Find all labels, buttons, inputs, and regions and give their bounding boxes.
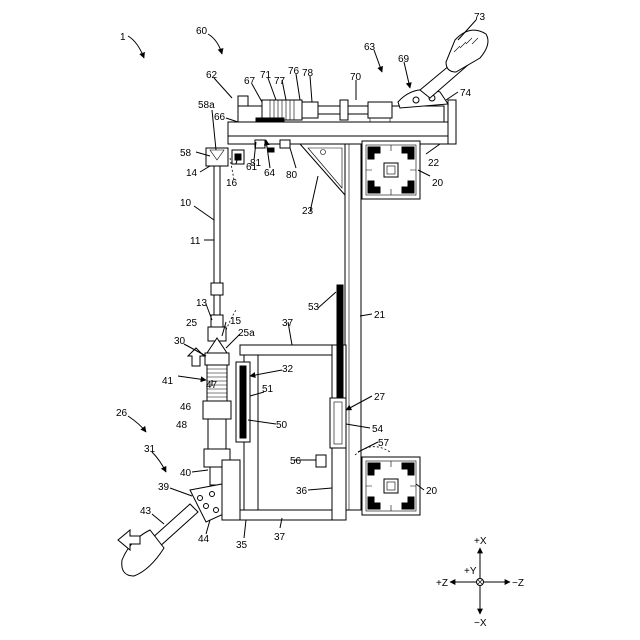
cable: [211, 165, 223, 327]
label-15: 15: [230, 316, 242, 327]
label-26: 26: [116, 408, 128, 419]
label-58a: 58a: [198, 100, 215, 111]
axis-minus-x: −X: [474, 618, 487, 629]
label-25: 25: [186, 318, 198, 329]
label-51: 51: [262, 384, 274, 395]
label-48: 48: [176, 420, 188, 431]
knob-56: [316, 455, 326, 467]
cable-end-top: [206, 148, 244, 166]
label-80: 80: [286, 170, 298, 181]
label-37-bottom: 37: [274, 532, 286, 543]
label-56: 56: [290, 456, 302, 467]
label-32: 32: [282, 364, 294, 375]
label-73: 73: [474, 12, 486, 23]
label-46: 46: [180, 402, 192, 413]
label-58: 58: [180, 148, 192, 159]
label-35: 35: [236, 540, 248, 551]
label-78: 78: [302, 68, 314, 79]
cable-end-bottom: [207, 327, 227, 353]
label-41: 41: [162, 376, 174, 387]
label-25a: 25a: [238, 328, 255, 339]
label-70: 70: [350, 72, 362, 83]
label-30: 30: [174, 336, 186, 347]
label-14: 14: [186, 168, 198, 179]
label-81: 81: [250, 158, 262, 169]
label-44: 44: [198, 534, 210, 545]
label-53: 53: [308, 302, 320, 313]
label-47: 47: [206, 380, 218, 391]
label-27: 27: [374, 392, 386, 403]
label-40: 40: [180, 468, 192, 479]
label-21: 21: [374, 310, 386, 321]
label-57: 57: [378, 438, 390, 449]
top-lever: [398, 30, 488, 108]
label-60: 60: [196, 26, 208, 37]
plate-51: [236, 362, 250, 442]
axis-minus-z: −Z: [512, 578, 524, 589]
label-20-top: 20: [432, 178, 444, 189]
axis-plus-z: +Z: [436, 578, 448, 589]
label-64: 64: [264, 168, 276, 179]
extrusion-top: [362, 141, 420, 199]
label-50: 50: [276, 420, 288, 431]
label-39: 39: [158, 482, 170, 493]
label-36: 36: [296, 486, 308, 497]
base-beam: [345, 138, 361, 510]
label-37-top: 37: [282, 318, 294, 329]
label-76: 76: [288, 66, 300, 77]
extrusion-bottom: [362, 457, 420, 515]
label-11: 11: [190, 236, 201, 247]
label-1: 1: [120, 32, 126, 43]
axis-plus-y: +Y: [464, 566, 477, 577]
label-67: 67: [244, 76, 256, 87]
axis-plus-x: +X: [474, 536, 487, 547]
label-77: 77: [274, 76, 286, 87]
label-13: 13: [196, 298, 208, 309]
label-69: 69: [398, 54, 410, 65]
label-20-bottom: 20: [426, 486, 438, 497]
label-66: 66: [214, 112, 226, 123]
label-16: 16: [226, 178, 238, 189]
bracket-23: [300, 144, 345, 195]
label-62: 62: [206, 70, 218, 81]
label-63: 63: [364, 42, 376, 53]
label-22: 22: [428, 158, 440, 169]
label-74: 74: [460, 88, 472, 99]
label-71: 71: [260, 70, 272, 81]
label-23: 23: [302, 206, 314, 217]
slider-27: [330, 398, 346, 448]
label-54: 54: [372, 424, 384, 435]
label-43: 43: [140, 506, 152, 517]
coordinate-axes: +X −X +Z −Z +Y: [436, 536, 524, 629]
label-10: 10: [180, 198, 192, 209]
label-31: 31: [144, 444, 156, 455]
